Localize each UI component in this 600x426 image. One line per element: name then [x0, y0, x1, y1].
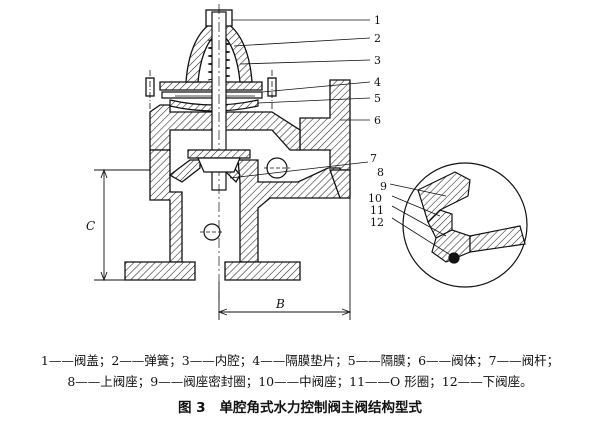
callout-3: 3 — [374, 54, 381, 67]
dimension-b-label: B — [275, 297, 285, 311]
dimension-b — [217, 172, 352, 320]
legend-line-1: 1——阀盖；2——弹簧；3——内腔；4——隔膜垫片；5——隔膜；6——阀体；7—… — [40, 353, 560, 368]
figure-number: 图 3 — [177, 400, 206, 416]
callout-8: 8 — [377, 166, 384, 179]
callout-7: 7 — [370, 152, 377, 165]
callout-1: 1 — [374, 14, 381, 27]
callout-5: 5 — [374, 92, 381, 105]
valve-body — [124, 79, 351, 281]
callout-2: 2 — [374, 32, 381, 45]
callout-4: 4 — [374, 76, 381, 89]
callout-9: 9 — [380, 180, 387, 193]
figure-title: 单腔角式水力控制阀主阀结构型式 — [219, 400, 423, 416]
callout-leaders — [229, 19, 453, 257]
valve-stem — [187, 4, 251, 300]
dimension-c-label: C — [86, 219, 95, 233]
figure-caption: 图 3 单腔角式水力控制阀主阀结构型式 — [0, 396, 600, 416]
seat-detail-view — [402, 162, 528, 288]
valve-section-drawing: C B 1 2 3 4 5 6 7 8 — [86, 4, 528, 320]
callout-11: 11 — [370, 204, 384, 217]
callout-numbers: 1 2 3 4 5 6 7 8 9 10 11 12 — [368, 14, 387, 229]
callout-6: 6 — [374, 114, 381, 127]
callout-10: 10 — [368, 192, 382, 205]
callout-12: 12 — [370, 216, 384, 229]
dimension-c — [94, 168, 150, 282]
legend-line-2: 8——上阀座；9——阀座密封圈；10——中阀座；11——O 形圈；12——下阀座… — [67, 374, 533, 389]
